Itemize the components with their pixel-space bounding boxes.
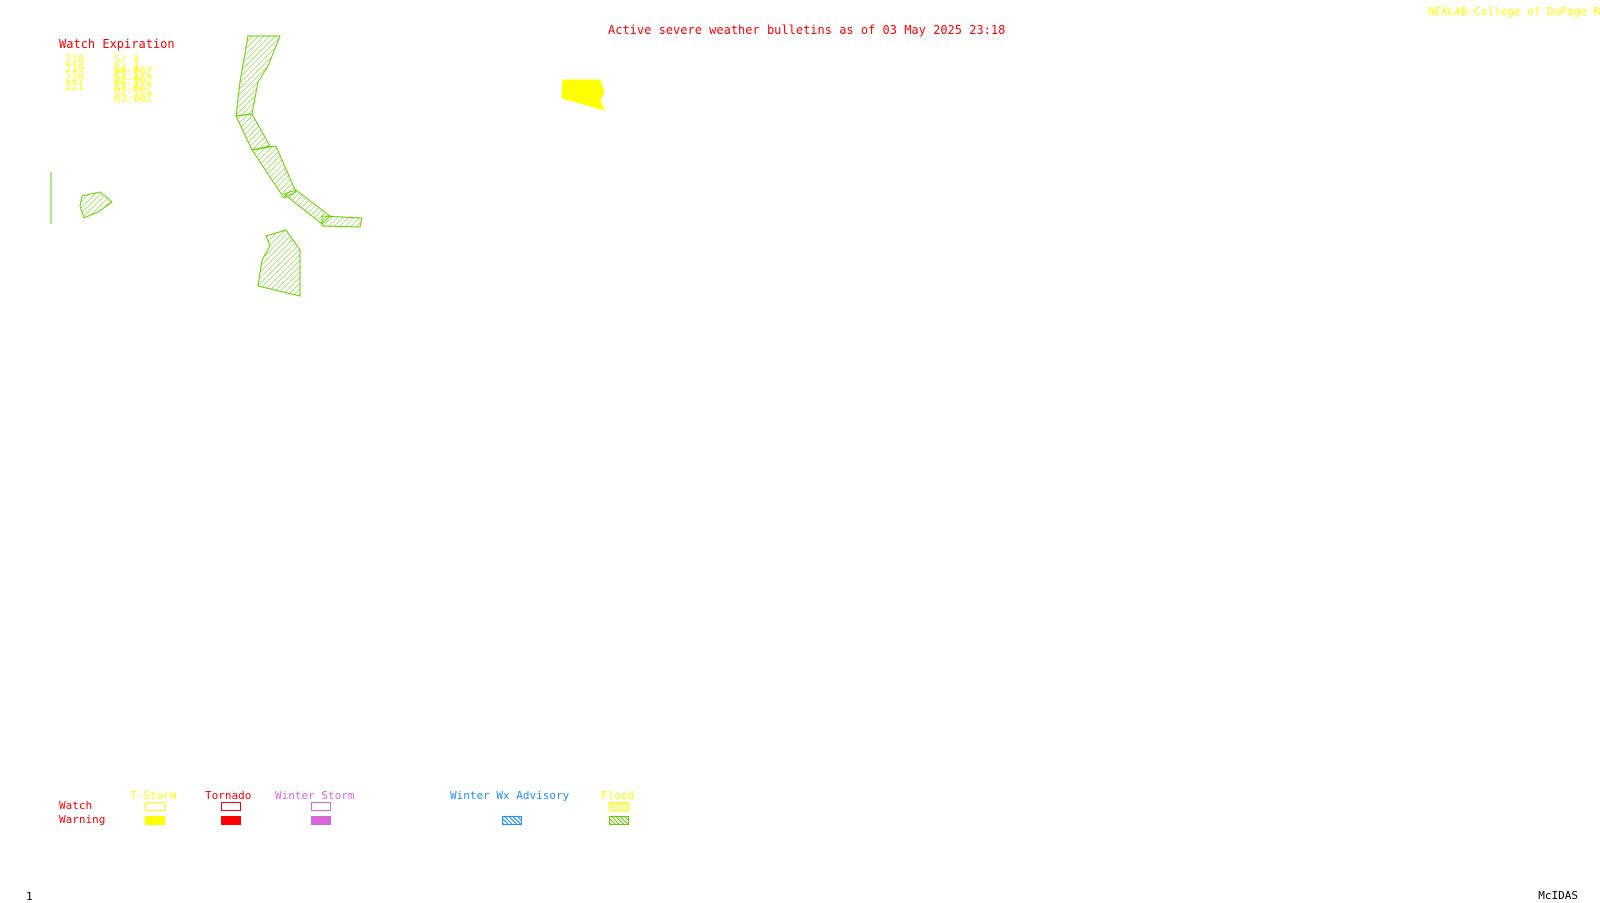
legend-winter-advisory-warning-swatch: [502, 816, 522, 825]
legend-winter-storm-label: Winter Storm: [275, 789, 355, 802]
legend-tstorm-watch-swatch: [145, 802, 165, 811]
legend-winter-storm-watch-swatch: [311, 802, 331, 811]
frame-number: 1: [26, 890, 33, 903]
legend-tornado-watch-swatch: [221, 802, 241, 811]
legend-tornado-warning-swatch: [221, 816, 241, 825]
flood-warning-polygon: [321, 215, 363, 228]
flood-warning-polygon: [235, 35, 281, 117]
watch-expiration-heading: Watch Expiration: [59, 37, 175, 51]
watch-expiration-list: 218 5/ 4 00:00Z 219 5/ 4 02:00Z 220 5/ 4…: [65, 54, 225, 105]
watch-number: 220: [65, 72, 84, 84]
flood-warning-polygon: [79, 191, 113, 219]
watch-expiration-time: 5/ 4 02:00Z: [114, 63, 152, 87]
watch-expiration-time: 5/ 4 00:00Z: [114, 54, 152, 78]
legend-flood-watch-swatch: [609, 802, 629, 811]
flood-warning-areas: [50, 35, 363, 297]
legend-tstorm-label: T-Storm: [130, 789, 177, 802]
watch-number: 221: [65, 81, 84, 93]
legend-winter-advisory-label: Winter Wx Advisory: [450, 789, 570, 802]
legend-row-label-warning: Warning: [59, 813, 106, 826]
watch-expiration-time: 5/ 4 03:00Z: [114, 81, 152, 105]
tstorm-warning-polygon: [561, 79, 605, 111]
watch-number: 218: [65, 54, 84, 66]
software-label: McIDAS: [1538, 889, 1578, 902]
flood-warning-polygon: [257, 229, 301, 297]
legend: Watch Warning T-Storm Tornado Winter Sto…: [0, 790, 700, 840]
watch-expiration-time: 5/ 4 03:00Z: [114, 72, 152, 96]
map-title: Active severe weather bulletins as of 03…: [608, 23, 1006, 37]
legend-row-label-watch: Watch: [59, 799, 93, 812]
legend-flood-warning-swatch: [609, 816, 629, 825]
flood-warning-polygon: [235, 113, 271, 151]
legend-tstorm-warning-swatch: [145, 816, 165, 825]
legend-flood-label: Flood: [601, 789, 635, 802]
legend-tornado-label: Tornado: [205, 789, 252, 802]
legend-winter-storm-warning-swatch: [311, 816, 331, 825]
flood-warning-polygon: [251, 145, 297, 199]
credit-label: NEXLAB-College of DuPage R: [1427, 5, 1600, 18]
watch-number: 219: [65, 63, 84, 75]
